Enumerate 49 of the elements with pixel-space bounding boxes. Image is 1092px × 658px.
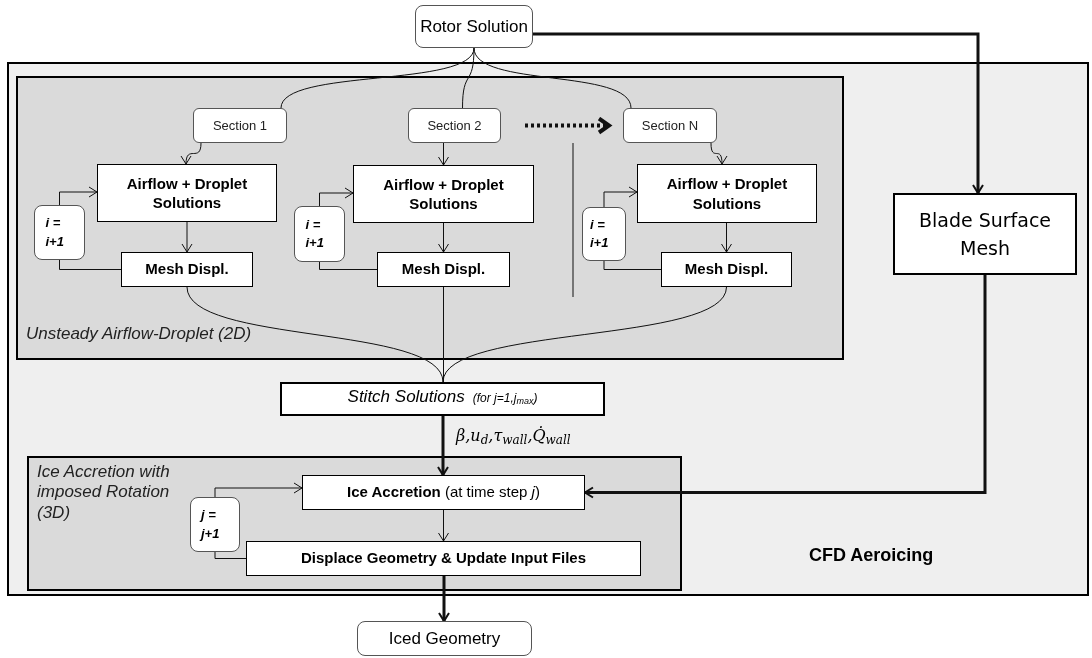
terminal-box: Iced Geometry	[357, 621, 532, 656]
group-label: Unsteady Airflow-Droplet (2D)	[26, 324, 252, 345]
group-label: Ice Accretion with imposed Rotation (3D)	[37, 462, 171, 524]
arrow	[438, 222, 449, 253]
process-box: Displace Geometry & Update Input Files	[246, 541, 641, 576]
section-box: Section 1	[193, 108, 287, 143]
connector-line	[319, 261, 378, 270]
process-box: Blade Surface Mesh	[893, 193, 1077, 275]
process-box: Mesh Displ.	[121, 252, 253, 287]
connector-line	[442, 286, 727, 383]
outer-panel	[7, 62, 1089, 596]
connector-line	[473, 47, 632, 109]
arrow	[438, 142, 449, 166]
arrow	[603, 186, 638, 208]
section-box: Section 2	[408, 108, 501, 143]
process-box: Stitch Solutions (for j=1,j$_{max}$)	[280, 382, 605, 416]
group-panel	[16, 76, 844, 360]
arrow	[710, 142, 728, 165]
section-box: Section N	[623, 108, 717, 143]
connector-line	[462, 47, 475, 109]
arrow	[214, 482, 303, 498]
arrow	[437, 416, 449, 476]
process-box: Airflow + Droplet Solutions	[637, 164, 817, 223]
arrow	[721, 222, 732, 253]
panel-label: CFD Aeroicing	[809, 544, 934, 567]
arrow	[438, 576, 450, 622]
counter-box: i = i+1	[34, 205, 85, 260]
arrow	[525, 116, 611, 135]
process-box: Airflow + Droplet Solutions	[353, 165, 534, 223]
counter-box: i = i+1	[582, 207, 626, 261]
arrow	[533, 32, 984, 194]
arrow	[584, 275, 987, 499]
connector-line	[603, 260, 662, 270]
process-box: Mesh Displ.	[661, 252, 792, 287]
counter-box: j = j+1	[190, 497, 240, 552]
process-box: Ice Accretion (at time step j)	[302, 475, 585, 510]
arrow	[59, 186, 98, 206]
terminal-box: Rotor Solution	[415, 5, 533, 48]
process-box: Mesh Displ.	[377, 252, 510, 287]
connector-line	[59, 259, 122, 270]
arrow	[181, 142, 202, 165]
arrow	[438, 509, 449, 542]
arrow	[181, 221, 193, 253]
counter-box: i = i+1	[294, 206, 345, 262]
connector-line	[186, 286, 444, 383]
process-box: Airflow + Droplet Solutions	[97, 164, 277, 222]
connector-line	[214, 551, 247, 559]
arrow	[319, 187, 354, 207]
group-panel	[27, 456, 682, 591]
